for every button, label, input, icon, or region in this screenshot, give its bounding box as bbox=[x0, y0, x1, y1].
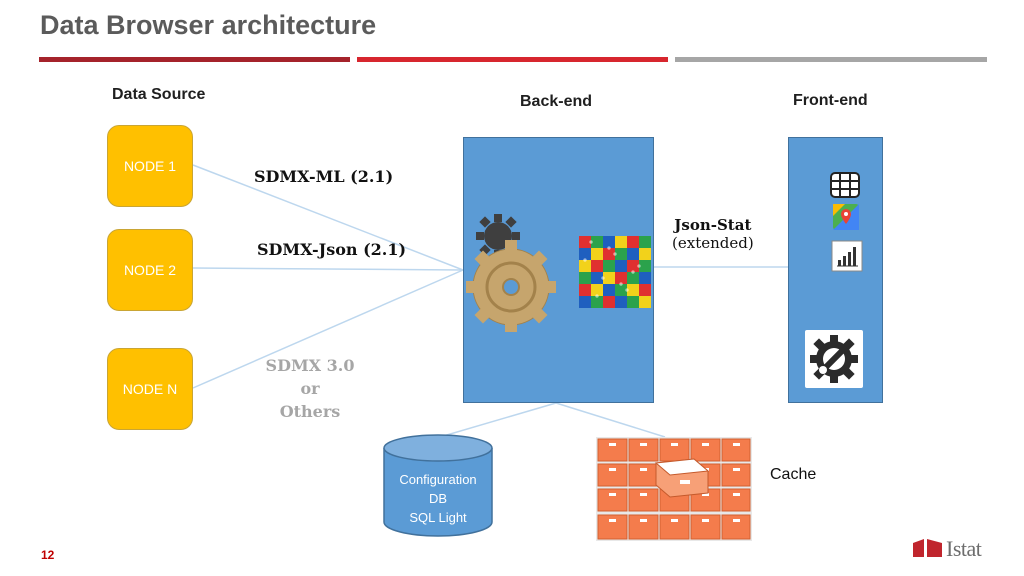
file-drawer-icon bbox=[596, 437, 752, 541]
istat-logo-text: Istat bbox=[946, 536, 982, 561]
gear-icon bbox=[466, 214, 556, 332]
cache-label: Cache bbox=[770, 466, 817, 483]
page-title: Data Browser architecture bbox=[40, 10, 377, 40]
map-icon bbox=[833, 204, 859, 230]
sdmx-ml-label: SDMX-ML (2.1) bbox=[254, 167, 394, 186]
config-db-label: Configuration DB SQL Light bbox=[383, 470, 493, 527]
page-number: 12 bbox=[41, 548, 55, 562]
json-stat-title: Json-Stat bbox=[674, 216, 752, 234]
json-stat-note: (extended) bbox=[672, 234, 754, 252]
connector-node2-backend bbox=[192, 267, 464, 271]
sdmx3-others-label: SDMX 3.0 or Others bbox=[255, 354, 365, 423]
divider-segment-3 bbox=[675, 57, 987, 62]
wrench-gear-icon bbox=[805, 330, 863, 388]
data-source-heading: Data Source bbox=[112, 86, 206, 103]
divider-segment-1 bbox=[39, 57, 350, 62]
json-stat-label: Json-Stat (extended) bbox=[672, 216, 754, 252]
back-end-heading: Back-end bbox=[520, 93, 593, 110]
node-n: NODE N bbox=[107, 348, 193, 430]
puzzle-icon bbox=[579, 236, 651, 308]
config-db-line3: SQL Light bbox=[409, 510, 467, 525]
divider-segment-2 bbox=[357, 57, 668, 62]
others-label: Others bbox=[279, 402, 341, 421]
connector-backend-cache bbox=[555, 402, 666, 438]
connector-backend-db bbox=[439, 402, 557, 438]
node-1: NODE 1 bbox=[107, 125, 193, 207]
config-db-line2: DB bbox=[428, 491, 448, 506]
istat-logo-icon bbox=[913, 539, 942, 557]
database-icon bbox=[383, 434, 493, 537]
config-db-line1: Configuration bbox=[399, 472, 477, 487]
sdmx3-label: SDMX 3.0 bbox=[265, 356, 355, 375]
table-icon bbox=[830, 172, 860, 198]
node-2: NODE 2 bbox=[107, 229, 193, 311]
front-end-heading: Front-end bbox=[793, 92, 868, 109]
or-label: or bbox=[300, 379, 320, 398]
sdmx-json-label: SDMX-Json (2.1) bbox=[257, 240, 407, 259]
bar-chart-icon bbox=[831, 240, 863, 272]
